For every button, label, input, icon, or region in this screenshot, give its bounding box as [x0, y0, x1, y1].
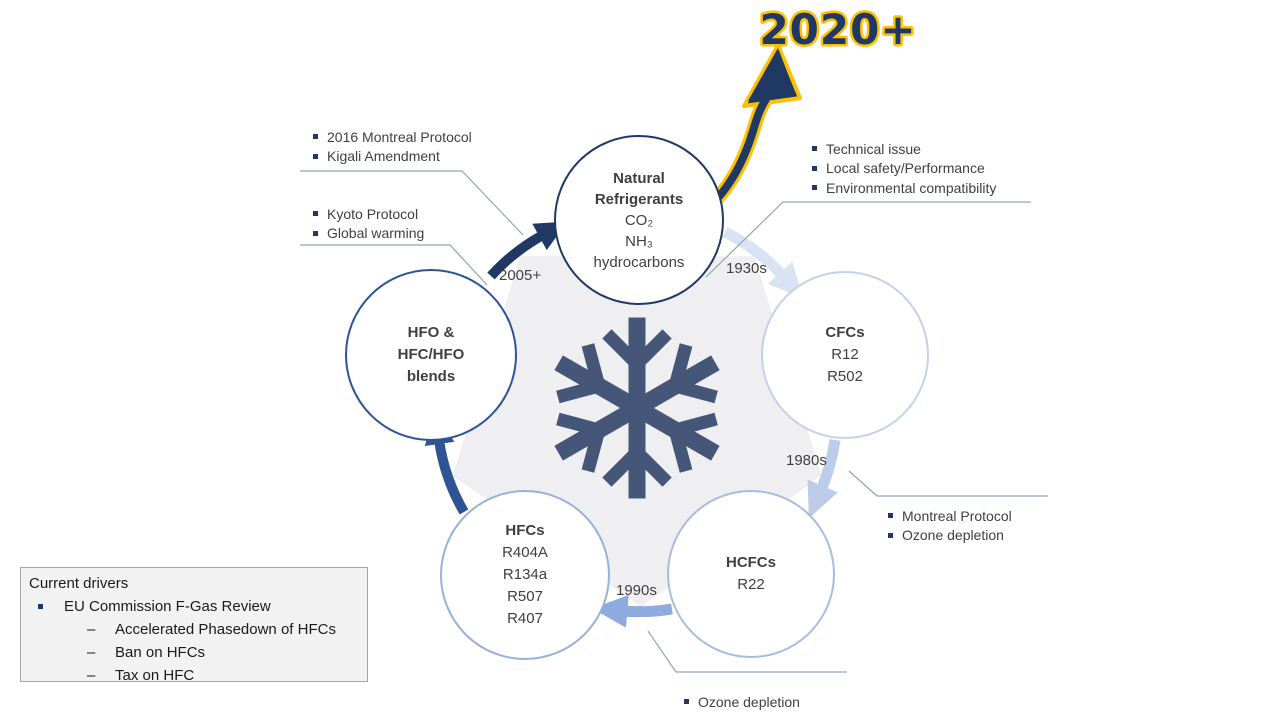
- list-item: EU Commission F-Gas Review: [29, 595, 359, 618]
- cycle-node-natural-refrigerants: Natural Refrigerants CO₂ NH₃ hydrocarbon…: [554, 135, 724, 305]
- bullet-icon: [812, 146, 817, 152]
- era-label-1980s: 1980s: [786, 452, 827, 469]
- list-item: Technical issue: [812, 139, 996, 159]
- bullet-icon: [888, 532, 893, 538]
- node-item: hydrocarbons: [593, 253, 685, 271]
- callout-line-ozone-bottom: [647, 630, 847, 673]
- current-drivers-box: Current drivers EU Commission F-Gas Revi…: [20, 567, 368, 684]
- node-item: R407: [507, 610, 543, 627]
- list-item: Kyoto Protocol: [313, 204, 424, 224]
- annotation-text: Environmental compatibility: [826, 179, 997, 196]
- list-item: Montreal Protocol: [888, 506, 1012, 526]
- node-title-line: CFCs: [825, 324, 865, 341]
- node-item: R22: [737, 576, 765, 593]
- annotation-text: Montreal Protocol: [902, 507, 1012, 524]
- node-item: NH₃: [625, 232, 653, 250]
- callout-line-kigali: [300, 170, 524, 236]
- node-title-line: HFO &: [407, 324, 455, 341]
- drivers-sub-item: Ban on HFCs: [115, 644, 206, 661]
- node-item: R134a: [502, 566, 548, 583]
- annotation-text: Kigali Amendment: [327, 148, 440, 165]
- drivers-main-item: EU Commission F-Gas Review: [64, 598, 271, 615]
- banner-label: 2020+: [759, 5, 916, 54]
- annotation-kigali: 2016 Montreal Protocol Kigali Amendment: [313, 127, 472, 166]
- node-title-line: HCFCs: [725, 554, 776, 571]
- cycle-node-hfo-blends: HFO & HFC/HFO blends: [345, 269, 517, 441]
- era-label-2005: 2005+: [499, 267, 542, 284]
- list-item: – Accelerated Phasedown of HFCs: [29, 618, 359, 641]
- bullet-icon: [812, 185, 817, 191]
- node-title-line: blends: [406, 368, 456, 385]
- cycle-node-cfcs: CFCs R12 R502: [761, 271, 929, 439]
- node-title-line: Natural: [613, 169, 665, 187]
- list-item: Kigali Amendment: [313, 147, 472, 167]
- list-item: – Ban on HFCs: [29, 641, 359, 664]
- snowflake-icon: [554, 317, 720, 499]
- drivers-title: Current drivers: [29, 575, 129, 592]
- cycle-node-hfcs: HFCs R404A R134a R507 R407: [440, 490, 610, 660]
- bullet-icon: [313, 153, 318, 159]
- list-item: 2016 Montreal Protocol: [313, 127, 472, 147]
- annotation-text: Kyoto Protocol: [327, 205, 419, 222]
- era-label-1930s: 1930s: [726, 260, 767, 277]
- node-item: R502: [827, 368, 863, 385]
- bullet-icon: [38, 604, 43, 609]
- node-item: R404A: [502, 544, 548, 561]
- node-title-line: HFC/HFO: [397, 346, 465, 363]
- dash-icon: –: [87, 644, 96, 661]
- callout-line-kyoto: [300, 244, 488, 286]
- cycle-arrow-natural-to-cfcs: [722, 227, 804, 299]
- annotation-text: Technical issue: [826, 140, 921, 157]
- drivers-sub-item: Tax on HFC: [115, 667, 195, 684]
- drivers-sub-item: Accelerated Phasedown of HFCs: [115, 621, 336, 638]
- callout-line-natural-issues: [705, 201, 1031, 278]
- dash-icon: –: [87, 621, 96, 638]
- list-item: Ozone depletion: [888, 526, 1012, 546]
- dash-icon: –: [87, 667, 96, 684]
- node-item: R12: [831, 346, 859, 363]
- bullet-icon: [888, 513, 893, 519]
- list-item: Global warming: [313, 224, 424, 244]
- annotation-text: Global warming: [327, 225, 425, 242]
- list-item: – Tax on HFC: [29, 664, 359, 687]
- annotation-text: Ozone depletion: [698, 693, 800, 710]
- node-title-line: Refrigerants: [594, 190, 684, 208]
- node-item: CO₂: [624, 211, 654, 229]
- cycle-arrow-hfo-to-natural: [487, 221, 568, 280]
- node-title-line: HFCs: [505, 522, 545, 539]
- bullet-icon: [313, 134, 318, 140]
- list-item: Local safety/Performance: [812, 159, 996, 179]
- banner-arrow-icon: [694, 43, 802, 220]
- list-item: Ozone depletion: [684, 692, 800, 712]
- bullet-icon: [812, 165, 817, 171]
- era-label-1990s: 1990s: [616, 582, 657, 599]
- bullet-icon: [684, 699, 689, 705]
- bullet-icon: [313, 230, 318, 236]
- annotation-text: 2016 Montreal Protocol: [327, 128, 472, 145]
- cycle-arrow-cfcs-to-hcfcs: [807, 439, 841, 519]
- callout-line-montreal: [848, 470, 1048, 497]
- cycle-arrow-hcfcs-to-hfcs: [592, 594, 673, 628]
- annotation-natural-issues: Technical issue Local safety/Performance…: [812, 139, 996, 198]
- node-item: R507: [507, 588, 543, 605]
- cycle-node-hcfcs: HCFCs R22: [667, 490, 835, 658]
- cycle-arrow-hfcs-to-hfo: [424, 412, 469, 515]
- annotation-ozone-bottom: Ozone depletion: [684, 692, 800, 712]
- list-item: Environmental compatibility: [812, 178, 996, 198]
- annotation-text: Local safety/Performance: [826, 160, 985, 177]
- annotation-kyoto: Kyoto Protocol Global warming: [313, 204, 424, 243]
- annotation-text: Ozone depletion: [902, 527, 1004, 544]
- annotation-montreal: Montreal Protocol Ozone depletion: [888, 506, 1012, 545]
- bullet-icon: [313, 211, 318, 217]
